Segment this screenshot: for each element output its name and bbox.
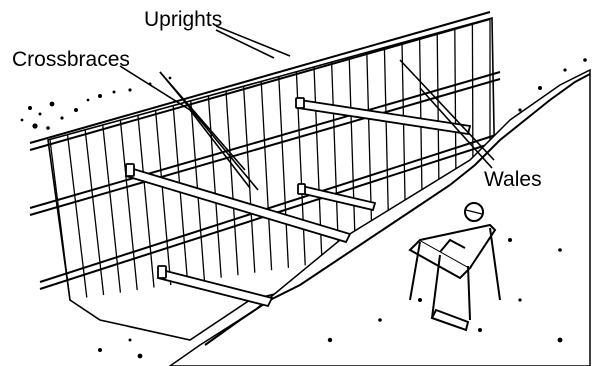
label-uprights: Uprights bbox=[144, 8, 222, 31]
uprights-leader-2 bbox=[216, 30, 274, 58]
uprights-leader-1 bbox=[216, 26, 290, 56]
label-wales: Wales bbox=[484, 168, 542, 191]
label-crossbraces: Crossbraces bbox=[12, 48, 130, 71]
